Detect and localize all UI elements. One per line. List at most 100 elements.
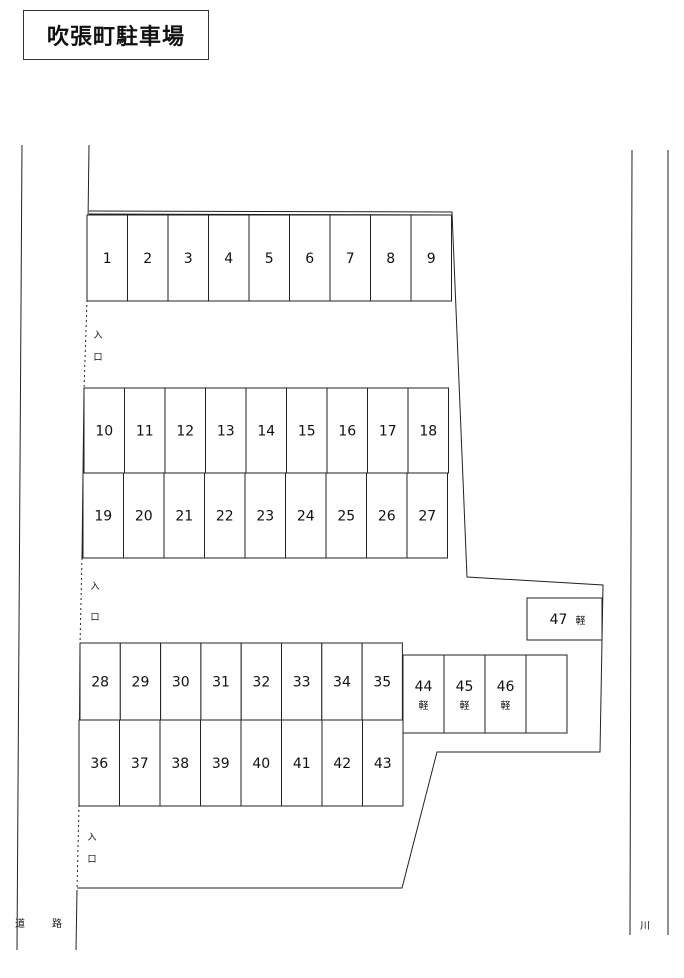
- parking-space-outline: [160, 642, 202, 721]
- entrance-gap: [76, 804, 80, 891]
- lot-boundary-left: [75, 889, 78, 951]
- parking-space-outline: [326, 387, 368, 474]
- parking-space-outline: [410, 214, 452, 302]
- entrance-gap: [83, 299, 88, 391]
- parking-space: [240, 642, 282, 721]
- parking-space-number: 44: [415, 679, 433, 695]
- parking-space-outline: [366, 472, 408, 559]
- river-edge-line: [629, 149, 633, 936]
- parking-space-number: 14: [257, 424, 275, 440]
- parking-space-number: 37: [131, 756, 149, 772]
- parking-space: [321, 719, 363, 807]
- parking-space-outline: [289, 214, 331, 302]
- parking-space: [526, 597, 603, 641]
- parking-space-outline: [123, 472, 165, 559]
- parking-space: [370, 214, 412, 302]
- parking-space-number: 6: [305, 251, 314, 267]
- parking-space: [167, 214, 209, 302]
- parking-space-outline: [200, 719, 242, 807]
- parking-space-number: 35: [373, 675, 391, 691]
- entrance-label-top: 入: [90, 581, 99, 592]
- kei-car-mark: 軽: [419, 700, 429, 712]
- parking-space-outline: [208, 214, 250, 302]
- parking-space: [205, 387, 247, 474]
- parking-space-number: 21: [175, 509, 193, 525]
- parking-space-number: 8: [386, 251, 395, 267]
- parking-space: [78, 719, 120, 807]
- river-label: 川: [640, 921, 650, 932]
- parking-space-outline: [78, 719, 120, 807]
- parking-space: [410, 214, 452, 302]
- parking-space-number: 33: [293, 675, 311, 691]
- parking-space-outline: [205, 387, 247, 474]
- parking-space-outline: [325, 472, 367, 559]
- parking-space: [124, 387, 166, 474]
- parking-space: [208, 214, 250, 302]
- parking-space-outline: [361, 642, 403, 721]
- parking-space-number: 7: [346, 251, 355, 267]
- parking-space-outline: [367, 387, 409, 474]
- road-label-char: 道: [15, 917, 25, 930]
- parking-space-outline: [281, 719, 323, 807]
- parking-space: [248, 214, 290, 302]
- parking-space-number: 18: [419, 424, 437, 440]
- parking-space-number: 26: [378, 509, 396, 525]
- entrance-label-top: 入: [93, 330, 102, 341]
- parking-space-number: 38: [171, 756, 189, 772]
- parking-space: [361, 642, 403, 721]
- lot-boundary-outer: [77, 210, 604, 889]
- parking-space-outline: [204, 472, 246, 559]
- kei-car-mark: 軽: [576, 615, 586, 627]
- parking-space-number: 34: [333, 675, 351, 691]
- road-edge-line: [16, 144, 23, 951]
- parking-space-number: 12: [176, 424, 194, 440]
- parking-space: [407, 387, 449, 474]
- parking-space-outline: [244, 472, 286, 559]
- parking-space-number: 46: [497, 679, 515, 695]
- parking-space: [164, 387, 206, 474]
- parking-space-outline: [124, 387, 166, 474]
- kei-car-mark: 軽: [460, 700, 470, 712]
- parking-space-number: 4: [224, 251, 233, 267]
- parking-space: [123, 472, 165, 559]
- parking-space-number: 5: [265, 251, 274, 267]
- parking-space: [402, 654, 445, 734]
- parking-space-outline: [370, 214, 412, 302]
- parking-space-number: 43: [374, 756, 392, 772]
- parking-space-number: 45: [456, 679, 474, 695]
- parking-space-outline: [164, 387, 206, 474]
- parking-space-outline: [83, 387, 125, 474]
- parking-space-outline: [525, 654, 568, 734]
- entrance-label-bottom: 口: [87, 855, 96, 865]
- parking-space-number: 15: [298, 424, 316, 440]
- parking-space-number: 16: [338, 424, 356, 440]
- parking-space-outline: [329, 214, 371, 302]
- parking-space-number: 17: [379, 424, 397, 440]
- parking-space-number: 47: [550, 612, 568, 628]
- parking-space-outline: [240, 642, 282, 721]
- parking-space: [362, 719, 404, 807]
- parking-space-number: 31: [212, 675, 230, 691]
- parking-space-number: 32: [252, 675, 270, 691]
- parking-space-number: 11: [136, 424, 154, 440]
- parking-space: [281, 719, 323, 807]
- parking-space-number: 20: [135, 509, 153, 525]
- parking-space: [326, 387, 368, 474]
- parking-space: [321, 642, 363, 721]
- parking-space-outline: [484, 654, 527, 734]
- parking-space: [406, 472, 448, 559]
- parking-space: [289, 214, 331, 302]
- parking-space-number: 27: [418, 509, 436, 525]
- entrance-label-top: 入: [87, 832, 96, 843]
- entrance-label-bottom: 口: [93, 353, 102, 363]
- parking-space-outline: [362, 719, 404, 807]
- parking-space: [367, 387, 409, 474]
- parking-space-outline: [443, 654, 486, 734]
- parking-space-number: 30: [172, 675, 190, 691]
- parking-space: [244, 472, 286, 559]
- entrance-gap: [79, 557, 83, 646]
- parking-space: [240, 719, 282, 807]
- parking-space-outline: [526, 597, 603, 641]
- parking-space: [200, 719, 242, 807]
- parking-space-number: 29: [132, 675, 150, 691]
